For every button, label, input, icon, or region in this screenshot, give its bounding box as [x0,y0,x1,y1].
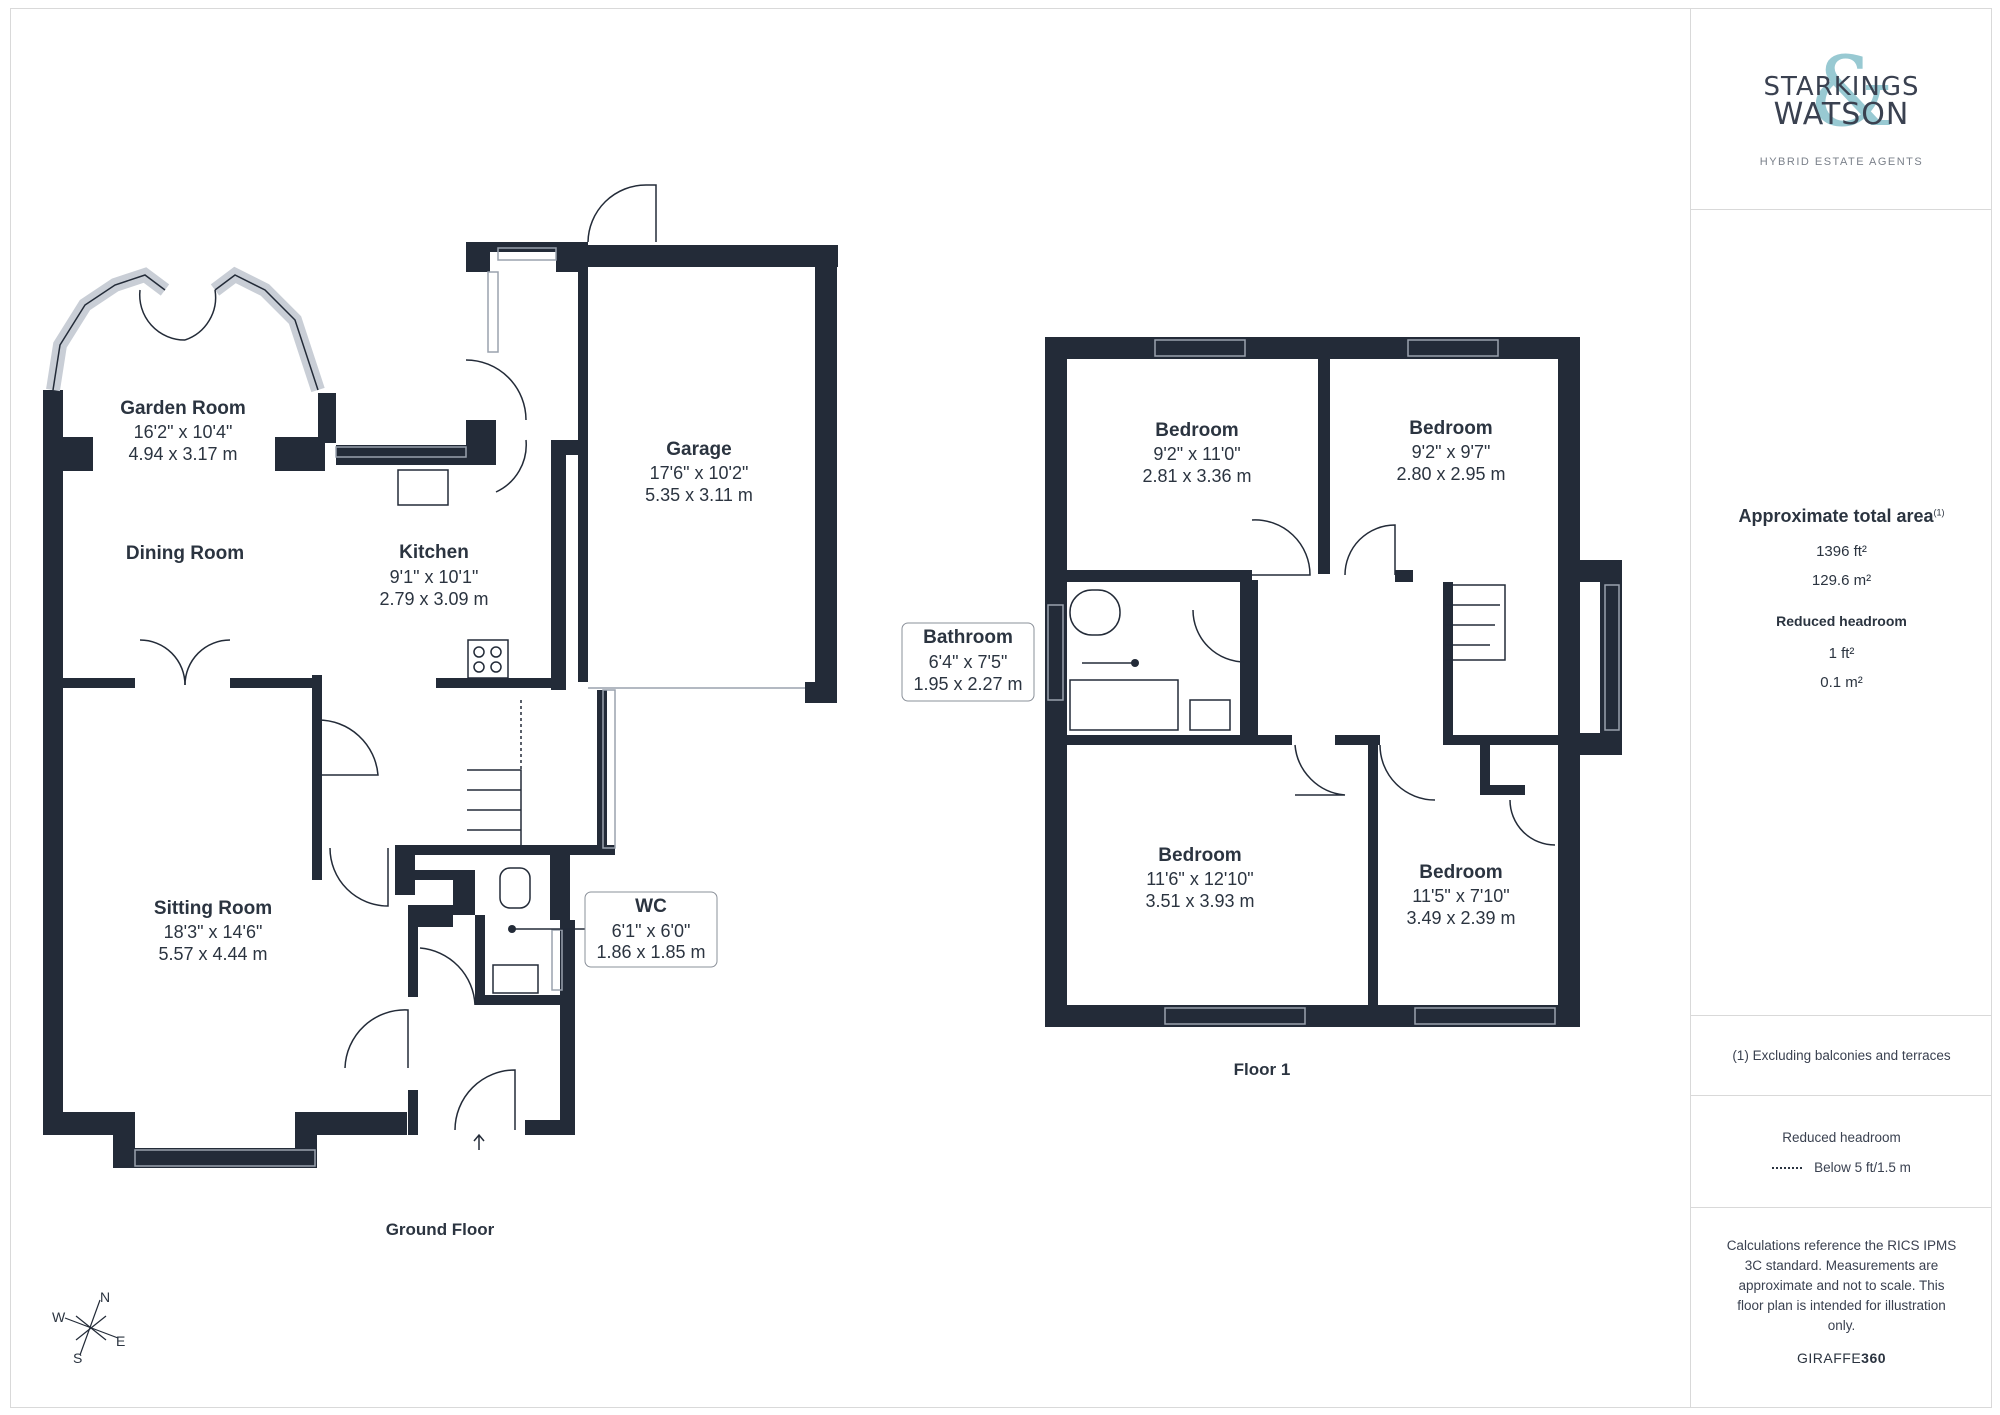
kitchen-label: Kitchen [399,542,469,563]
disclaimer-text: Calculations reference the RICS IPMS 3C … [1726,1238,1957,1333]
reduced-headroom-title: Reduced headroom [1776,613,1907,629]
reduced-headroom-line-icon [1772,1166,1803,1169]
reduced-ft: 1 ft² [1828,645,1855,662]
compass-n: N [100,1289,110,1305]
bedroom-2-metric: 2.80 x 2.95 m [1396,464,1505,484]
sitting-room-label: Sitting Room [154,898,272,919]
wc-metric: 1.86 x 1.85 m [596,942,705,962]
legend-title: Reduced headroom [1782,1130,1901,1145]
area-m: 129.6 m² [1811,572,1872,589]
bedroom-1-label: Bedroom [1155,420,1238,441]
garage-metric: 5.35 x 3.11 m [645,485,753,505]
garden-room-metric: 4.94 x 3.17 m [128,444,237,464]
sitting-room-metric: 5.57 x 4.44 m [158,944,267,964]
bedroom-2-label: Bedroom [1409,418,1492,439]
floor-1-label: Floor 1 [1234,1060,1291,1079]
bedroom-3-metric: 3.51 x 3.93 m [1145,891,1254,911]
garden-room-imperial: 16'2" x 10'4" [134,422,233,442]
logo-section: & STARKINGS WATSON HYBRID ESTATE AGENTS [1691,8,1992,210]
bathroom-metric: 1.95 x 2.27 m [913,674,1022,694]
bedroom-2-imperial: 9'2" x 9'7" [1412,442,1491,462]
compass-s: S [73,1350,82,1366]
compass-w: W [52,1309,66,1325]
wc-imperial: 6'1" x 6'0" [612,921,691,941]
compass-icon [64,1299,119,1356]
floor-1-details [1047,339,1620,1025]
area-section: Approximate total area(1) 1396 ft² 129.6… [1691,210,1992,1016]
disclaimer-section: Calculations reference the RICS IPMS 3C … [1691,1208,1992,1408]
reduced-m: 0.1 m² [1820,674,1863,691]
logo-tagline: HYBRID ESTATE AGENTS [1759,156,1924,168]
footnote-text: (1) Excluding balconies and terraces [1732,1048,1951,1063]
garage-label: Garage [666,439,731,460]
compass-e: E [116,1333,125,1349]
area-ft: 1396 ft² [1816,543,1867,560]
ground-floor-label: Ground Floor [386,1220,495,1239]
dining-room-label: Dining Room [126,543,244,564]
logo-line-2: WATSON [1773,97,1910,132]
kitchen-imperial: 9'1" x 10'1" [390,567,479,587]
page-frame [10,8,1992,1408]
sidebar: & STARKINGS WATSON HYBRID ESTATE AGENTS … [1690,8,1992,1408]
wc-label-box [584,891,718,968]
bedroom-4-metric: 3.49 x 2.39 m [1406,908,1515,928]
bedroom-1-metric: 2.81 x 3.36 m [1142,466,1251,486]
ground-floor-details [46,184,805,1167]
bathroom-imperial: 6'4" x 7'5" [929,652,1008,672]
bathroom-label-box [901,622,1035,702]
bedroom-4-label: Bedroom [1419,862,1502,883]
brand-part-b: 360 [1861,1350,1887,1366]
area-title: Approximate total area [1738,506,1934,526]
sitting-room-imperial: 18'3" x 14'6" [164,922,263,942]
legend-item: Below 5 ft/1.5 m [1814,1160,1911,1175]
logo-ampersand-icon: & [1809,36,1895,148]
kitchen-metric: 2.79 x 3.09 m [379,589,488,609]
area-footnote-marker: (1) [1933,507,1945,518]
bedroom-3-imperial: 11'6" x 12'10" [1146,869,1253,889]
ground-floor-walls [43,242,838,1168]
floor-plan-drawing: Garden Room 16'2" x 10'4" 4.94 x 3.17 m … [43,184,1622,1366]
bedroom-3-label: Bedroom [1158,845,1241,866]
wc-label: WC [635,896,667,917]
bedroom-4-imperial: 11'5" x 7'10" [1412,886,1509,906]
giraffe360-brand: GIRAFFE360 [1691,1350,1992,1366]
footnote-section: (1) Excluding balconies and terraces [1691,1016,1992,1096]
bedroom-1-imperial: 9'2" x 11'0" [1153,444,1240,464]
bathroom-label: Bathroom [923,627,1013,648]
entrance-arrow-icon [473,1133,485,1150]
logo-line-1: STARKINGS [1763,72,1920,102]
floor-1-walls [1045,337,1622,1027]
legend-section: Reduced headroom Below 5 ft/1.5 m [1691,1096,1992,1208]
brand-part-a: GIRAFFE [1796,1350,1862,1366]
garden-room-label: Garden Room [120,398,246,419]
garage-imperial: 17'6" x 10'2" [650,463,749,483]
